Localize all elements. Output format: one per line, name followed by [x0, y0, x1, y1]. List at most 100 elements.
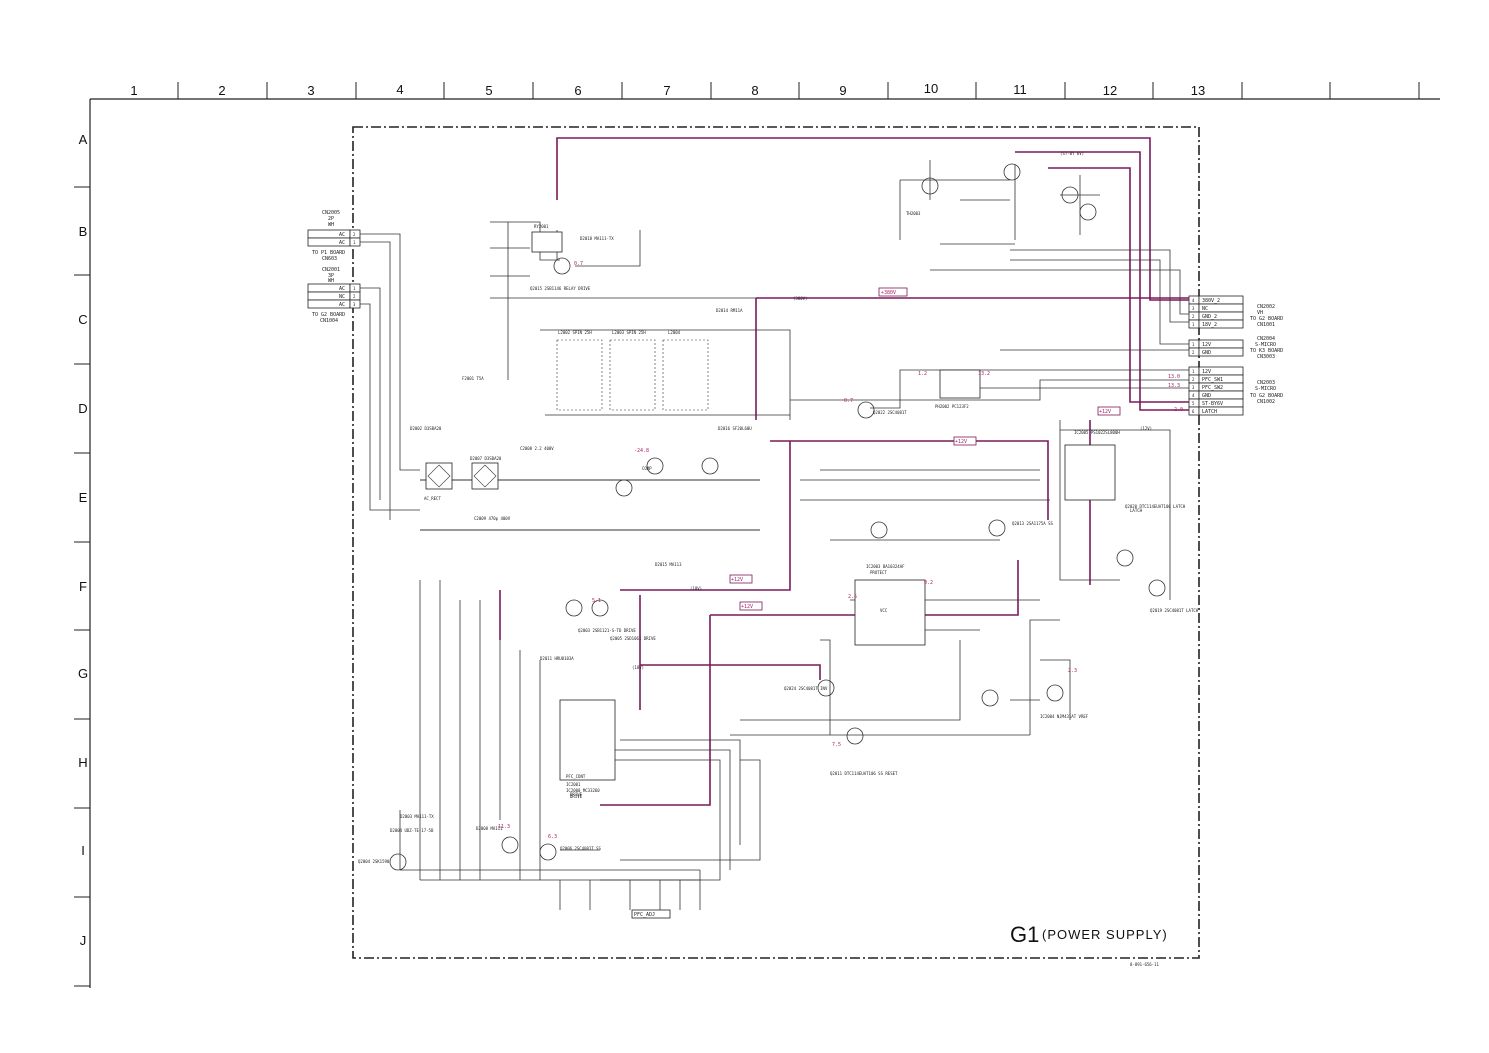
svg-text:1.2: 1.2 — [918, 371, 927, 377]
svg-text:2: 2 — [1192, 350, 1195, 355]
svg-text:D2002 D3SBA20: D2002 D3SBA20 — [410, 426, 442, 431]
part-labels: Q2015 2SB1146 RELAY DRIVE Q2003 2SB1121-… — [358, 211, 1199, 864]
svg-text:2: 2 — [1192, 377, 1195, 382]
svg-text:(POWER SUPPLY): (POWER SUPPLY) — [1042, 927, 1168, 942]
svg-text:S-MICRO: S-MICRO — [1255, 342, 1276, 348]
column-label-11: 11 — [1013, 82, 1027, 97]
svg-text:C2009 470p 400V: C2009 470p 400V — [474, 516, 511, 521]
svg-text:D2018 MA111-TX: D2018 MA111-TX — [580, 236, 614, 241]
svg-text:Q2003 2SB1121-S-TD DRIVE: Q2003 2SB1121-S-TD DRIVE — [578, 628, 636, 633]
row-label-f: F — [79, 579, 87, 594]
svg-text:RY2001: RY2001 — [534, 224, 549, 229]
pfc-adj-label: PFC_ADJ — [631, 909, 671, 919]
svg-text:2.3: 2.3 — [1068, 668, 1077, 674]
svg-text:(12V): (12V) — [1140, 426, 1152, 431]
svg-text:CN2001: CN2001 — [322, 267, 340, 273]
svg-text:1: 1 — [353, 286, 356, 291]
svg-text:3: 3 — [1192, 306, 1195, 311]
svg-text:4: 4 — [1192, 298, 1195, 303]
svg-text:1: 1 — [1192, 342, 1195, 347]
column-labels: 1 2 3 4 5 6 7 8 9 10 11 12 13 — [130, 81, 1205, 98]
column-label-3: 3 — [307, 83, 314, 98]
svg-text:LATCH: LATCH — [1130, 508, 1143, 513]
column-label-10: 10 — [924, 81, 938, 96]
svg-text:D2008 MA111: D2008 MA111 — [476, 826, 503, 831]
svg-text:0.7: 0.7 — [844, 398, 853, 404]
svg-text:C2008 2.2 400V: C2008 2.2 400V — [520, 446, 554, 451]
svg-text:+12V: +12V — [731, 577, 743, 583]
svg-text:CN2002: CN2002 — [1257, 304, 1275, 310]
relay-block: RY2001 — [531, 224, 563, 253]
svg-text:CN2004: CN2004 — [1257, 336, 1275, 342]
svg-text:1: 1 — [1192, 369, 1195, 374]
row-label-i: I — [81, 843, 85, 858]
svg-text:2: 2 — [1192, 314, 1195, 319]
svg-text:3P: 3P — [328, 273, 334, 279]
svg-text:0.2: 0.2 — [924, 580, 933, 586]
svg-text:(380V): (380V) — [793, 296, 807, 301]
row-label-b: B — [79, 224, 88, 239]
svg-text:WH: WH — [328, 222, 334, 228]
rail-labels: +380V +12V +12V +12V +12V (18V) (18V) (3… — [632, 151, 1152, 670]
svg-text:+12V: +12V — [1099, 409, 1111, 415]
board-title: G1 (POWER SUPPLY) — [1010, 922, 1168, 947]
svg-text:CN1001: CN1001 — [1257, 322, 1275, 328]
transistors — [389, 163, 1166, 871]
row-label-d: D — [78, 401, 87, 416]
svg-text:Q2005 2SD1061 DRIVE: Q2005 2SD1061 DRIVE — [610, 636, 656, 641]
svg-text:2: 2 — [353, 294, 356, 299]
svg-text:5.1: 5.1 — [592, 598, 601, 604]
svg-text:Q2019 2SC4081T LATCH: Q2019 2SC4081T LATCH — [1150, 608, 1199, 613]
svg-text:IC2001: IC2001 — [566, 782, 581, 787]
svg-text:GND: GND — [1202, 393, 1211, 399]
column-label-8: 8 — [751, 83, 758, 98]
svg-text:4: 4 — [1192, 393, 1195, 398]
svg-text:GND: GND — [1202, 350, 1211, 356]
svg-text:3: 3 — [1192, 385, 1195, 390]
svg-text:D2015 MA113: D2015 MA113 — [655, 562, 682, 567]
svg-text:CN603: CN603 — [322, 256, 337, 262]
svg-text:13.3: 13.3 — [1168, 383, 1180, 389]
row-ticks — [74, 186, 90, 987]
svg-text:AC_RECT: AC_RECT — [424, 496, 441, 501]
row-label-j: J — [80, 933, 87, 948]
svg-text:IC2003 BA10324AF: IC2003 BA10324AF — [866, 564, 905, 569]
svg-text:Q2013 2SA1175A SS: Q2013 2SA1175A SS — [1012, 521, 1054, 526]
svg-text:CN1004: CN1004 — [320, 318, 338, 324]
svg-text:VH: VH — [1257, 310, 1263, 316]
svg-text:Q2024 2SC4081T INV: Q2024 2SC4081T INV — [784, 686, 828, 691]
svg-text:6.3: 6.3 — [548, 834, 557, 840]
svg-text:VCC: VCC — [880, 608, 888, 613]
svg-text:+12V: +12V — [741, 604, 753, 610]
svg-text:GND_2: GND_2 — [1202, 314, 1217, 320]
svg-text:1: 1 — [353, 240, 356, 245]
svg-text:D2004 UDZ-TE-17-5B: D2004 UDZ-TE-17-5B — [390, 828, 434, 833]
row-label-c: C — [78, 312, 87, 327]
svg-text:TO G2 BOARD: TO G2 BOARD — [312, 312, 345, 318]
connector-cn2001: CN2001 3P WH AC NC AC 1 2 3 TO G2 BOARD … — [307, 267, 361, 324]
row-label-a: A — [79, 132, 88, 147]
svg-text:(18V): (18V) — [690, 586, 702, 591]
column-label-5: 5 — [485, 83, 492, 98]
svg-text:(18V): (18V) — [632, 665, 644, 670]
svg-text:13.0: 13.0 — [1168, 374, 1180, 380]
svg-text:AC: AC — [339, 302, 345, 308]
svg-text:0.7: 0.7 — [574, 261, 583, 267]
svg-text:AC: AC — [339, 232, 345, 238]
column-label-6: 6 — [574, 83, 581, 98]
svg-text:D2014 RM11A: D2014 RM11A — [716, 308, 743, 313]
svg-text:L2004: L2004 — [668, 330, 681, 335]
svg-text:IC2004 NJM431AT VREF: IC2004 NJM431AT VREF — [1040, 714, 1089, 719]
column-label-13: 13 — [1191, 83, 1205, 98]
svg-text:DRIVE: DRIVE — [570, 792, 583, 797]
row-labels: A B C D E F G H I J — [78, 132, 88, 948]
circuit-wires — [360, 160, 1189, 910]
svg-text:2.5: 2.5 — [848, 594, 857, 600]
svg-text:Q2022 2SC4081T: Q2022 2SC4081T — [873, 410, 907, 415]
svg-text:IC2000 MC33260: IC2000 MC33260 — [566, 788, 600, 793]
svg-text:D2016 SF20L60U: D2016 SF20L60U — [718, 426, 752, 431]
row-label-g: G — [78, 666, 88, 681]
svg-text:D2003 MA111-TX: D2003 MA111-TX — [400, 814, 434, 819]
svg-text:NC: NC — [339, 294, 345, 300]
svg-text:13.2: 13.2 — [978, 371, 990, 377]
